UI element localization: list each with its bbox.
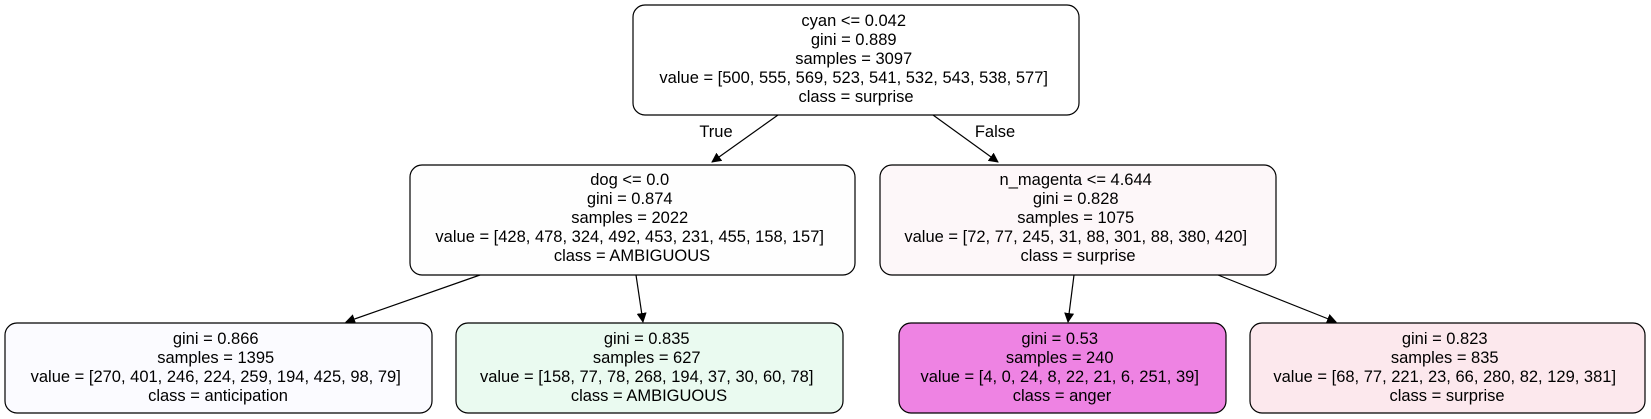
node-leaf-1: gini = 0.866 samples = 1395 value = [270… [4, 322, 433, 414]
node-leaf-1-box [4, 322, 433, 414]
node-root-line-2: gini = 0.889 [811, 31, 897, 49]
edge-root-right [932, 114, 999, 163]
node-right-line-5: class = surprise [1020, 247, 1135, 265]
node-leaf-2-box [455, 322, 844, 414]
edge-label-false: False [975, 123, 1015, 141]
svg-text:gini = 0.53 samples = 24: gini = 0.53 samples = 240 value = [4, 0,… [920, 330, 1203, 405]
edge-left-leaf2 [635, 274, 647, 323]
node-leaf-3-box [898, 322, 1227, 414]
node-left-line-3: samples = 2022 [571, 209, 688, 227]
node-leaf-2: gini = 0.835 samples = 627 value = [158,… [455, 322, 844, 414]
node-root-line-3: samples = 3097 [795, 50, 912, 68]
node-leaf-1-line-1: gini = 0.866 [173, 330, 259, 348]
edge-label-true: True [699, 123, 732, 141]
node-left-box [409, 164, 856, 276]
edge-root-left [711, 114, 779, 163]
svg-text:gini = 0.866 samples = 1: gini = 0.866 samples = 1395 value = [270… [31, 330, 406, 405]
node-root: cyan <= 0.042 gini = 0.889 samples = 309… [632, 4, 1080, 116]
node-leaf-3-line-1: gini = 0.53 [1021, 330, 1098, 348]
edges: True False [345, 114, 1337, 324]
node-root-line-1: cyan <= 0.042 [801, 12, 906, 30]
edge-right-leaf3 [1064, 274, 1075, 323]
node-leaf-2-line-2: samples = 627 [593, 349, 701, 367]
node-leaf-2-line-3: value = [158, 77, 78, 268, 194, 37, 30, … [480, 368, 813, 386]
svg-text:cyan <= 0.042 gini = 0.8: cyan <= 0.042 gini = 0.889 samples = 309… [659, 12, 1052, 106]
svg-text:gini = 0.823 samples = 8: gini = 0.823 samples = 835 value = [68, … [1273, 330, 1620, 405]
node-right-line-3: samples = 1075 [1017, 209, 1134, 227]
node-left-line-1: dog <= 0.0 [590, 171, 669, 189]
node-right-box [879, 164, 1277, 276]
node-leaf-1-line-2: samples = 1395 [157, 349, 274, 367]
node-leaf-4: gini = 0.823 samples = 835 value = [68, … [1249, 322, 1646, 414]
node-leaf-2-line-1: gini = 0.835 [604, 330, 690, 348]
node-root-line-5: class = surprise [798, 88, 913, 106]
edge-right-leaf4 [1217, 274, 1337, 324]
svg-text:dog <= 0.0 gini = 0.874: dog <= 0.0 gini = 0.874 samples = 2022 v… [435, 171, 828, 265]
node-right-line-4: value = [72, 77, 245, 31, 88, 301, 88, 3… [904, 228, 1247, 246]
svg-text:gini = 0.835 samples = 6: gini = 0.835 samples = 627 value = [158,… [480, 330, 818, 405]
node-leaf-4-line-1: gini = 0.823 [1402, 330, 1488, 348]
node-left-line-4: value = [428, 478, 324, 492, 453, 231, 4… [435, 228, 824, 246]
node-left-line-2: gini = 0.874 [587, 190, 673, 208]
node-right: n_magenta <= 4.644 gini = 0.828 samples … [879, 164, 1277, 276]
node-leaf-2-line-4: class = AMBIGUOUS [571, 387, 727, 405]
node-leaf-3-line-2: samples = 240 [1006, 349, 1114, 367]
node-leaf-3: gini = 0.53 samples = 240 value = [4, 0,… [898, 322, 1227, 414]
node-root-line-4: value = [500, 555, 569, 523, 541, 532, 5… [659, 69, 1048, 87]
node-root-box [632, 4, 1080, 116]
node-leaf-1-line-3: value = [270, 401, 246, 224, 259, 194, 4… [31, 368, 401, 386]
node-leaf-3-line-4: class = anger [1013, 387, 1112, 405]
node-left-line-5: class = AMBIGUOUS [554, 247, 710, 265]
node-right-line-2: gini = 0.828 [1033, 190, 1119, 208]
node-leaf-3-line-3: value = [4, 0, 24, 8, 22, 21, 6, 251, 39… [920, 368, 1198, 386]
node-leaf-4-line-3: value = [68, 77, 221, 23, 66, 280, 82, 1… [1273, 368, 1616, 386]
node-leaf-4-line-4: class = surprise [1389, 387, 1504, 405]
edge-left-leaf1 [345, 274, 481, 324]
node-leaf-4-line-2: samples = 835 [1391, 349, 1499, 367]
node-right-line-1: n_magenta <= 4.644 [1000, 171, 1152, 189]
node-leaf-4-box [1249, 322, 1646, 414]
node-leaf-1-line-4: class = anticipation [148, 387, 288, 405]
svg-text:n_magenta <= 4.644 gini: n_magenta <= 4.644 gini = 0.828 samples … [904, 171, 1251, 265]
node-left: dog <= 0.0 gini = 0.874 samples = 2022 v… [409, 164, 856, 276]
